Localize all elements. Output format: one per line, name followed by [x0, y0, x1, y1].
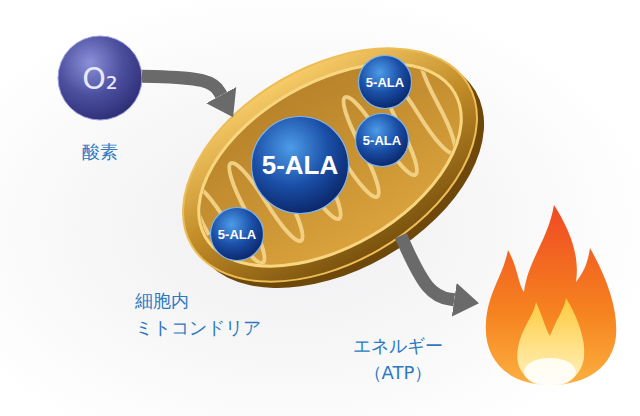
ala-disc [356, 114, 409, 167]
ala-label: 5-ALA [210, 207, 264, 261]
ala-molecule: 5-ALA [355, 113, 409, 167]
flow-arrow [142, 76, 221, 95]
oxygen-disc [58, 36, 142, 120]
flame-outer [486, 205, 616, 385]
ala-molecule: 5-ALA [210, 207, 264, 261]
mitochondrion-shape: 細胞内 ミトコンドリア5-ALA5-ALA5-ALA5-ALA [165, 30, 495, 300]
mitochondrion-label: 細胞内 ミトコンドリア [135, 287, 275, 341]
ala-molecule: 5-ALA [358, 55, 412, 109]
ala-disc [211, 208, 264, 261]
oxygen-circle: O₂酸素 [58, 36, 142, 120]
mitochondrion-body [142, 0, 524, 338]
ala-label: 5-ALA [251, 116, 349, 214]
flow-arrow [401, 236, 454, 300]
ala-disc [359, 56, 412, 109]
oxygen-label: 酸素 [40, 138, 160, 165]
outer-membrane [142, 0, 517, 330]
energy-label: エネルギー （ATP） [343, 332, 453, 386]
oxygen-symbol: O₂ [58, 36, 142, 120]
cristae-fold [183, 48, 482, 279]
ala-disc [252, 117, 349, 214]
ala-molecule: 5-ALA [251, 116, 349, 214]
ala-label: 5-ALA [355, 113, 409, 167]
flame-inner [517, 298, 584, 385]
flame-core [524, 358, 576, 386]
energy-flame: エネルギー （ATP） [478, 200, 618, 390]
ala-label: 5-ALA [358, 55, 412, 109]
node-shape [478, 200, 618, 390]
inner-membrane [164, 22, 495, 308]
